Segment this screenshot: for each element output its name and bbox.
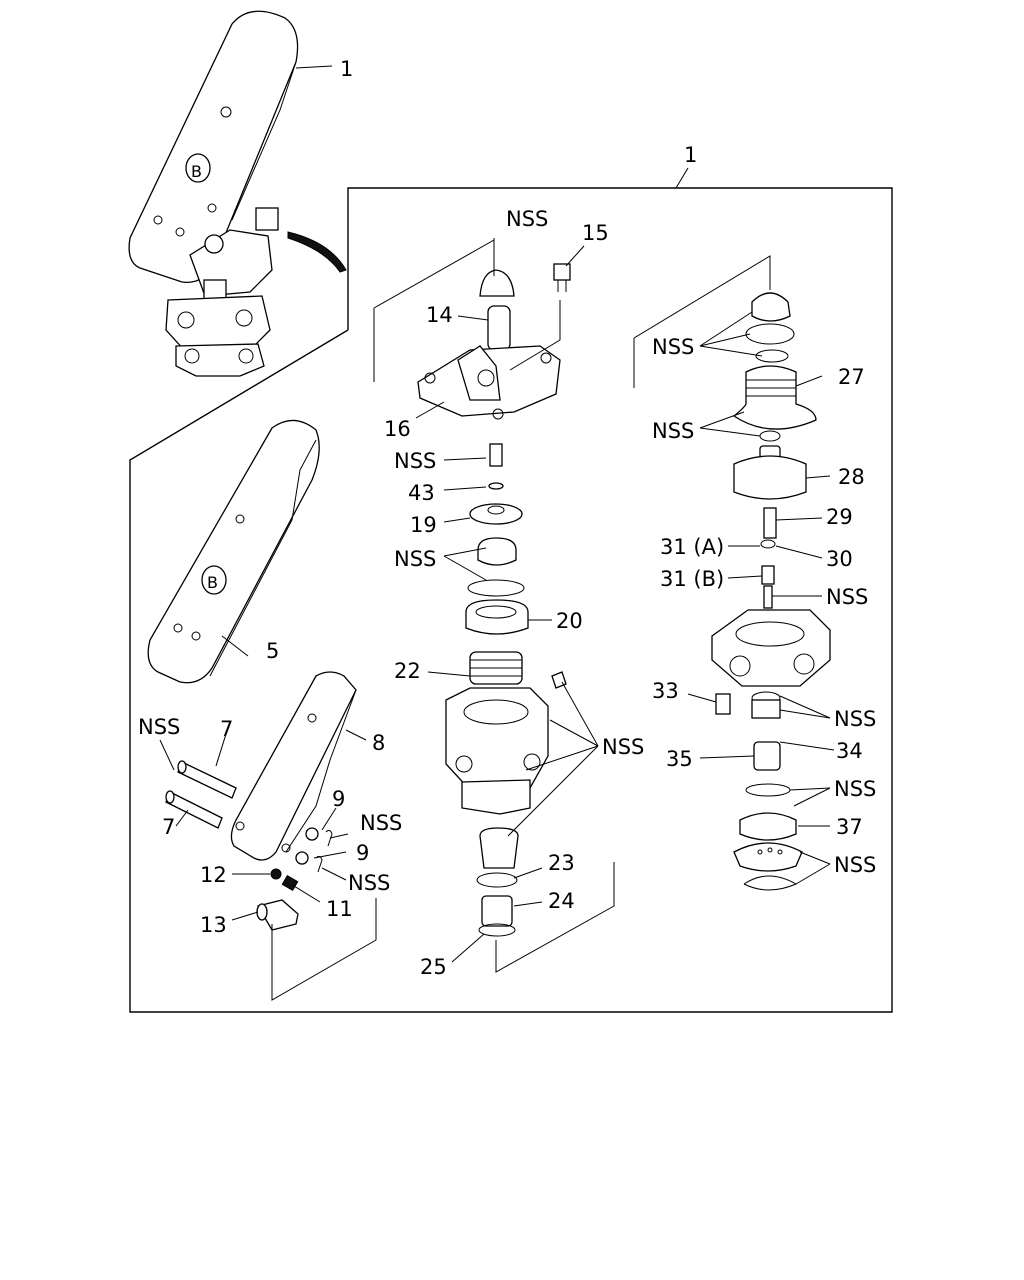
label-bolt-33: 33	[652, 679, 679, 703]
label-washer-9-lower: 9	[356, 841, 369, 865]
label-nss-pins: NSS	[138, 715, 180, 739]
label-cap-37: 37	[836, 815, 863, 839]
label-bushing-23: 23	[548, 851, 575, 875]
label-plate-19: 19	[410, 513, 437, 537]
label-spring-11: 11	[326, 897, 353, 921]
center-column-illustrations	[417, 263, 615, 973]
label-pedal-assembly: 1	[340, 57, 353, 81]
label-valve-assembly: 1	[684, 143, 697, 167]
label-pedal-pad-5: 5	[266, 639, 279, 663]
label-nss-cotter-upper: NSS	[360, 811, 402, 835]
svg-text:B: B	[207, 573, 218, 592]
label-seat-25: 25	[420, 955, 447, 979]
label-sleeve-34: 34	[836, 739, 863, 763]
label-piston-28: 28	[838, 465, 865, 489]
pedal-valve-assembly-illustration: B	[128, 10, 347, 377]
label-nut-12: 12	[200, 863, 227, 887]
label-boot-27: 27	[838, 365, 865, 389]
pedal-bracket-illustration	[230, 671, 357, 861]
label-bracket-16: 16	[384, 417, 411, 441]
label-washer-9-upper: 9	[332, 787, 345, 811]
label-nss-screw: NSS	[394, 449, 436, 473]
label-nss-clip: NSS	[834, 853, 876, 877]
right-column-illustrations	[711, 292, 831, 891]
pedal-pad-illustration: B	[147, 419, 320, 684]
label-bracket-8: 8	[372, 731, 385, 755]
label-nss-housing: NSS	[834, 707, 876, 731]
label-nss-boot: NSS	[652, 335, 694, 359]
small-hardware-illustrations	[256, 827, 333, 931]
leader-lines	[159, 65, 835, 1001]
label-nss-piston: NSS	[652, 419, 694, 443]
label-nss-valve: NSS	[826, 585, 868, 609]
label-nss-cotter-lower: NSS	[348, 871, 390, 895]
label-piston-20: 20	[556, 609, 583, 633]
label-spring-31a: 31 (A)	[660, 535, 724, 559]
label-washer-43: 43	[408, 481, 435, 505]
label-roller-14: 14	[426, 303, 453, 327]
label-stop-13: 13	[200, 913, 227, 937]
label-pin-7-upper: 7	[220, 717, 233, 741]
label-pin-7-lower: 7	[162, 815, 175, 839]
label-ring-30: 30	[826, 547, 853, 571]
pin-illustrations	[165, 760, 237, 829]
exploded-view-frame	[129, 187, 893, 1013]
label-bolt-15: 15	[582, 221, 609, 245]
label-spring-24: 24	[548, 889, 575, 913]
label-rod-29: 29	[826, 505, 853, 529]
svg-text:B: B	[191, 162, 202, 181]
label-spring-31b: 31 (B)	[660, 567, 724, 591]
label-nss-rings: NSS	[834, 777, 876, 801]
label-nss-seal: NSS	[394, 547, 436, 571]
label-nss-body: NSS	[602, 735, 644, 759]
label-ring-22: 22	[394, 659, 421, 683]
label-nss-top: NSS	[506, 207, 548, 231]
label-spring-35: 35	[666, 747, 693, 771]
callout-labels: 1 1 NSS 15 14 16 NSS 43 19 NSS 20 22 NSS…	[138, 57, 876, 979]
